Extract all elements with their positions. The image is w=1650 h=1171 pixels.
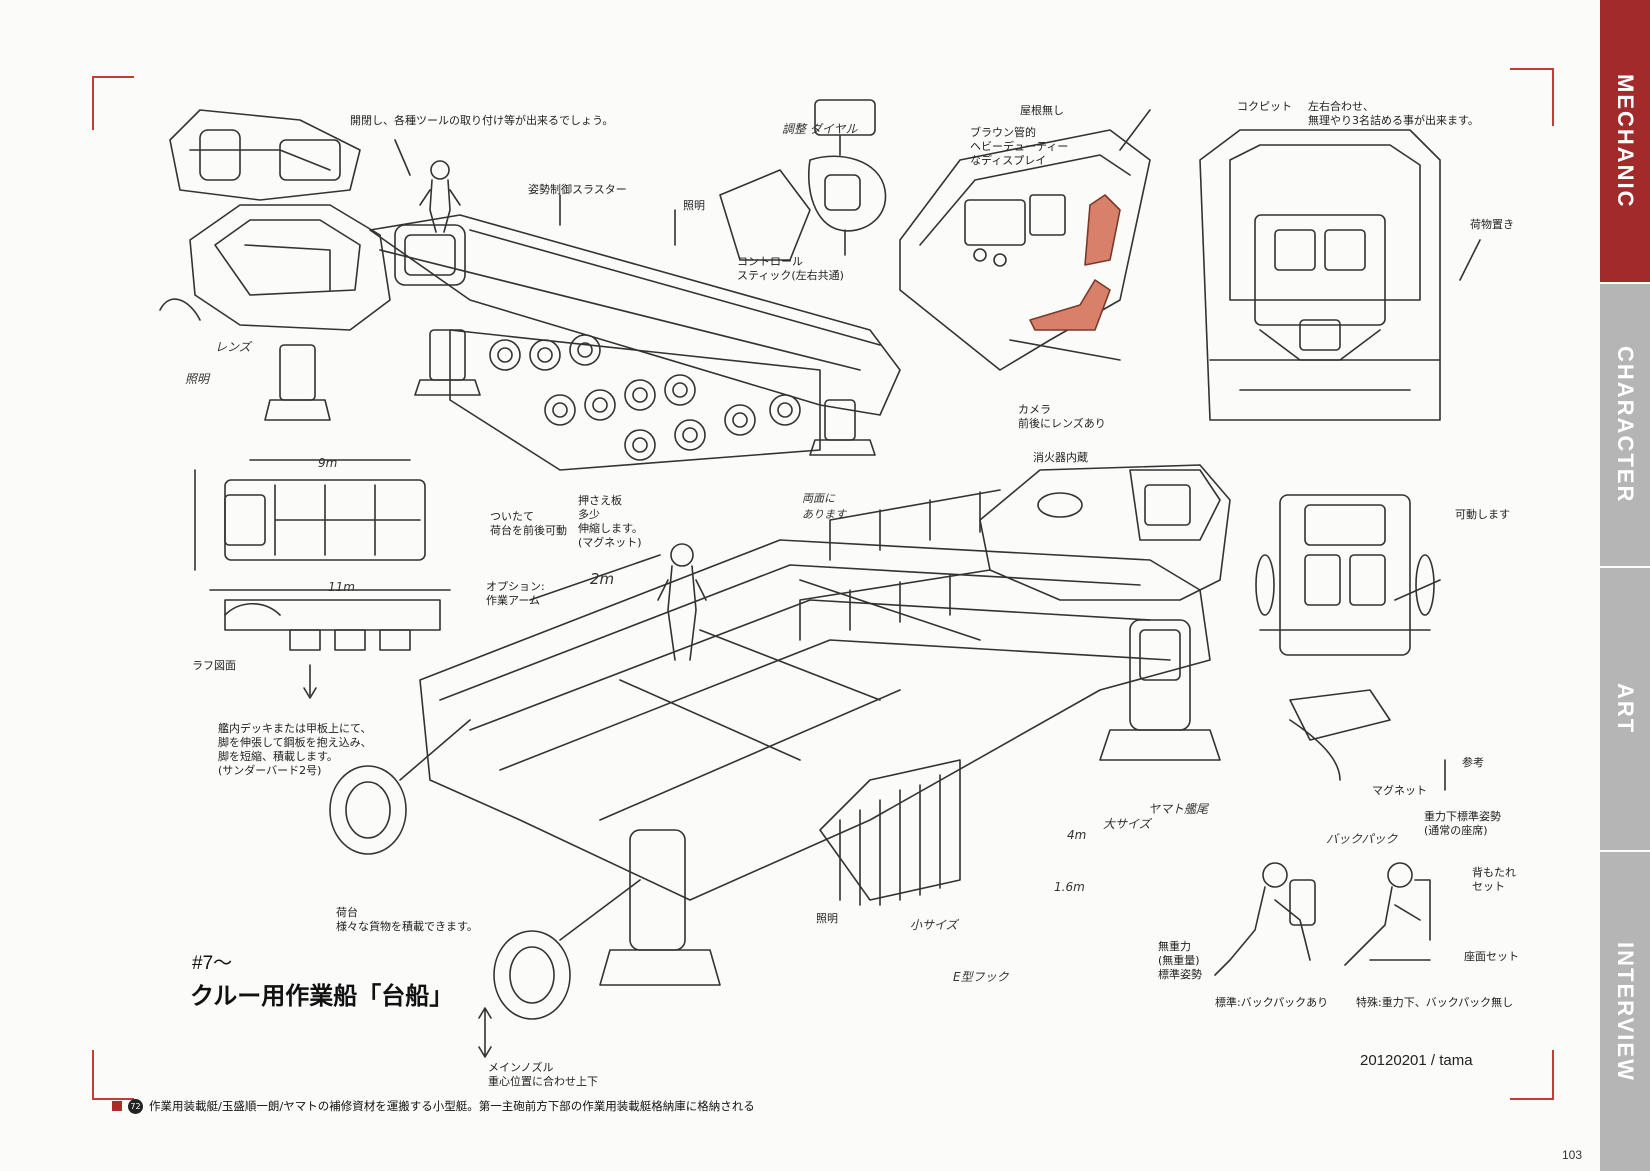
- crop-mark-top-left: [92, 76, 134, 130]
- page-title: クルー用作業船「台船」: [190, 982, 454, 1010]
- episode-number: #7〜: [192, 953, 233, 974]
- movable-seat-sketch: [1255, 494, 1435, 656]
- label-main-nozzle: メインノズル 重心位置に合わせ上下: [488, 1061, 598, 1088]
- crop-mark-bottom-right: [1510, 1050, 1554, 1100]
- section-side-tabs: MECHANIC CHARACTER ART INTERVIEW: [1600, 0, 1650, 1171]
- label-seat-set: 座面セット: [1464, 950, 1519, 963]
- tab-interview-label: INTERVIEW: [1613, 941, 1638, 1082]
- label-camera: カメラ 前後にレンズあり: [1018, 403, 1106, 430]
- label-thruster: 姿勢制御スラスター: [528, 183, 627, 196]
- label-cargo-bed: 荷台 様々な貨物を積載できます。: [336, 906, 478, 933]
- tab-art[interactable]: ART: [1600, 568, 1650, 850]
- cockpit-front-view-sketch: [1199, 129, 1441, 421]
- control-stick-sketch: [719, 99, 887, 261]
- mecha-sketch-illustration: [159, 99, 1481, 1058]
- crop-mark-top-right: [1510, 68, 1554, 126]
- caption-marker-icon: [112, 1101, 122, 1111]
- label-deck-note: 艦内デッキまたは甲板上にて、 脚を伸張して鋼板を抱え込み、 脚を短縮、積載します…: [218, 722, 372, 777]
- cockpit-perspective-sketch: [899, 129, 1151, 371]
- label-press-plate: 押さえ板 多少 伸縮します。 (マグネット): [578, 494, 643, 549]
- tab-character-label: CHARACTER: [1613, 346, 1638, 504]
- label-dim-11m: 11m: [328, 580, 355, 594]
- label-dim-9m: 9m: [318, 456, 338, 470]
- label-brown-tube-display: ブラウン管的 ヘビーデューティー なディスプレイ: [970, 126, 1069, 167]
- artist-signature: 20120201 / tama: [1360, 1052, 1473, 1069]
- caption-text: 作業用装載艇/玉盛順一朗/ヤマトの補修資材を運搬する小型艇。第一主砲前方下部の作…: [149, 1099, 755, 1113]
- label-e-hook: E型フック: [953, 970, 1009, 984]
- label-extinguisher: 消火器内蔵: [1033, 451, 1088, 464]
- tab-character[interactable]: CHARACTER: [1600, 284, 1650, 566]
- label-cargo-place: 荷物置き: [1470, 218, 1514, 231]
- tab-mechanic-label: MECHANIC: [1613, 73, 1638, 209]
- label-special: 特殊:重力下、バックパック無し: [1356, 996, 1514, 1009]
- label-movable: 可動します: [1455, 508, 1510, 521]
- label-lighting-top: 照明: [683, 199, 705, 212]
- label-cockpit: コクピット: [1237, 100, 1292, 113]
- label-standard-backpack: 標準:バックパックあり: [1215, 996, 1329, 1009]
- label-open-tools: 開閉し、各種ツールの取り付け等が出来るでしょう。: [350, 114, 614, 127]
- label-backpack: バックパック: [1326, 832, 1398, 846]
- label-magnet: マグネット: [1372, 784, 1427, 797]
- main-flatbed-boat-sketch: [329, 464, 1391, 1020]
- label-zero-g: 無重力 (無重量) 標準姿勢: [1158, 940, 1202, 981]
- label-cockpit-note: 左右合わせ、 無理やり3名詰める事が出来ます。: [1308, 100, 1479, 127]
- tab-interview[interactable]: INTERVIEW: [1600, 852, 1650, 1171]
- label-gravity-pose: 重力下標準姿勢 (通常の座席): [1424, 810, 1501, 837]
- label-yamato-stern: ヤマト艦尾: [1148, 802, 1209, 816]
- label-roof-none: 屋根無し: [1020, 104, 1064, 117]
- page-number: 103: [1562, 1148, 1583, 1162]
- label-dim-4m: 4m: [1067, 828, 1087, 842]
- caption-number: 72: [128, 1098, 143, 1114]
- figure-caption: 72 作業用装載艇/玉盛順一朗/ヤマトの補修資材を運搬する小型艇。第一主砲前方下…: [112, 1098, 755, 1114]
- crop-mark-bottom-left: [92, 1050, 134, 1100]
- label-back-set: 背もたれ セット: [1472, 866, 1516, 893]
- label-lighting-bottom: 照明: [816, 912, 838, 925]
- label-small-size: 小サイズ: [910, 918, 958, 932]
- label-rough-plan: ラフ図面: [192, 659, 236, 672]
- pilot-pose-sketches: [1214, 862, 1431, 976]
- label-dim-2m: 2m: [590, 570, 615, 588]
- tab-art-label: ART: [1613, 683, 1638, 735]
- top-left-vehicle-sketch: [159, 109, 901, 471]
- label-big-size: 大サイズ: [1103, 817, 1151, 831]
- label-lens-hand: レンズ: [215, 340, 251, 354]
- label-reference: 参考: [1462, 756, 1484, 769]
- rough-plan-sketch: [194, 459, 451, 699]
- label-both-sides: 両面に あります: [802, 492, 846, 521]
- label-attached: ついたて 荷台を前後可動: [490, 510, 567, 537]
- label-dim-1-6m: 1.6m: [1054, 880, 1085, 894]
- label-control-stick: コントロール スティック(左右共通): [737, 255, 844, 282]
- label-dial: 調整 ダイヤル: [782, 122, 858, 136]
- tab-mechanic[interactable]: MECHANIC: [1600, 0, 1650, 282]
- label-option-arm: オプション: 作業アーム: [486, 580, 545, 607]
- label-lighting-hand: 照明: [185, 372, 210, 386]
